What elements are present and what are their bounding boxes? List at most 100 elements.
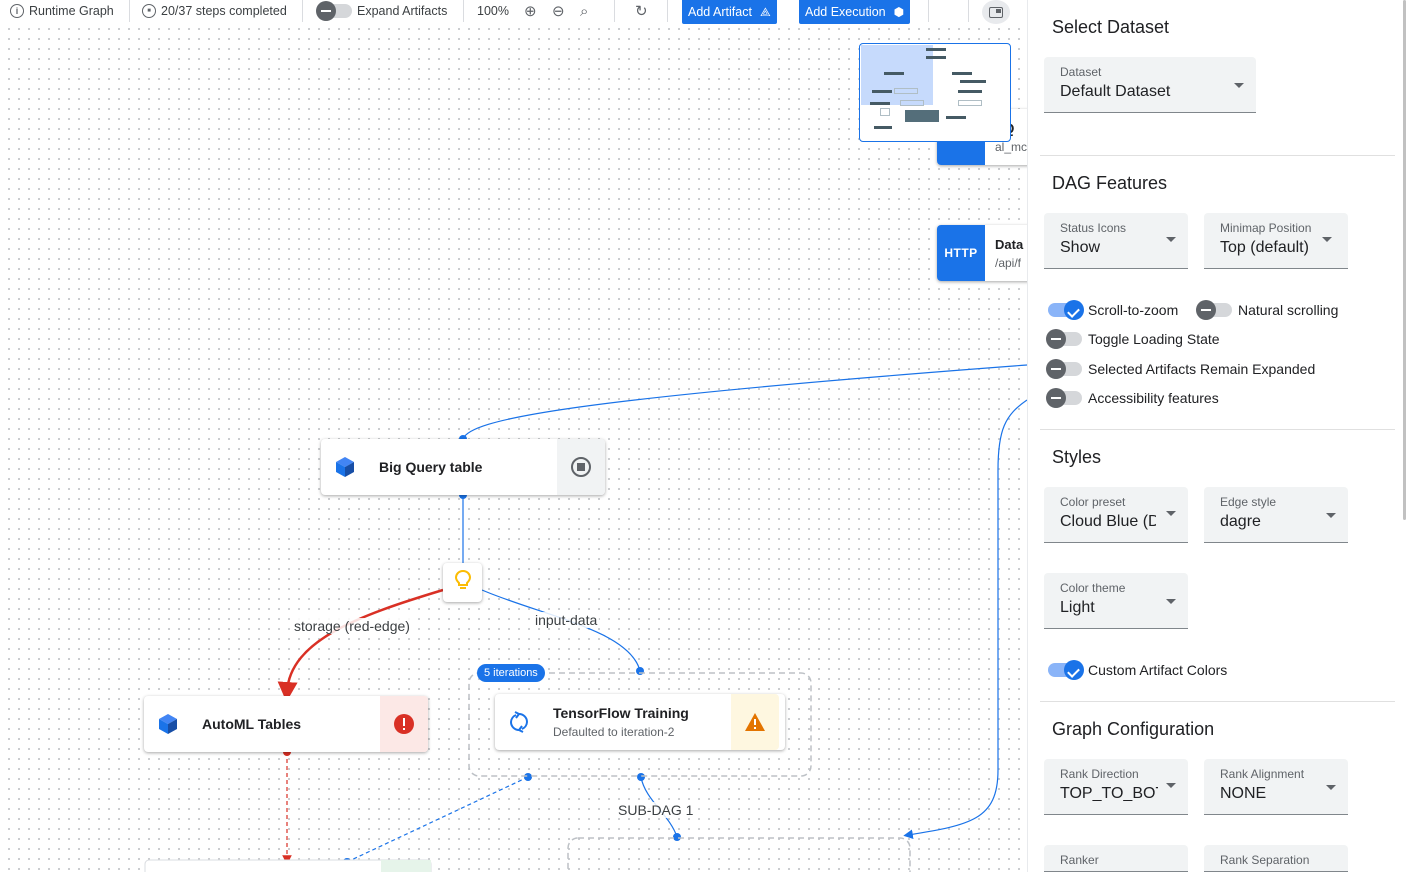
edge-right-descend	[903, 399, 1027, 839]
expand-artifacts-switch[interactable]	[316, 1, 352, 21]
cube-icon	[321, 455, 369, 479]
http-node-subtitle: /api/f	[995, 256, 1022, 270]
expand-artifacts-toggle[interactable]: Expand Artifacts	[316, 0, 448, 22]
automl-title: AutoML Tables	[202, 716, 302, 732]
zoom-in-icon[interactable]: ⊕	[524, 3, 537, 20]
steps-completed-text: 20/37 steps completed	[161, 4, 287, 18]
rank-direction-label: Rank Direction	[1060, 767, 1139, 781]
http-node-title: Data	[995, 237, 1024, 252]
select-dataset-heading: Select Dataset	[1052, 17, 1170, 37]
tensorflow-title: TensorFlow Training	[553, 705, 689, 721]
minimap-position-label: Minimap Position	[1220, 221, 1312, 235]
panel-scrollbar[interactable]	[1401, 0, 1409, 872]
partial-node-subtitle: al_mc	[995, 140, 1027, 154]
zoom-level: 100%	[477, 4, 509, 18]
rank-alignment-select[interactable]: Rank Alignment NONE	[1204, 759, 1348, 815]
cube-icon: ⬢	[893, 5, 905, 19]
graph-canvas[interactable]: i Runtime Graph ■ 20/37 steps completed …	[0, 0, 1027, 872]
scroll-to-zoom-switch[interactable]	[1048, 300, 1084, 320]
scrollbar-thumb[interactable]	[1403, 0, 1406, 520]
selected-artifacts-switch[interactable]	[1046, 359, 1082, 379]
rank-direction-select[interactable]: Rank Direction TOP_TO_BOTTOM	[1044, 759, 1188, 815]
ranker-label: Ranker	[1060, 853, 1099, 867]
stop-circle-icon: ■	[142, 4, 156, 18]
zoom-reset-icon[interactable]: ⌕	[580, 2, 589, 20]
dropdown-arrow-icon	[1322, 237, 1332, 242]
sync-icon	[495, 710, 543, 734]
natural-scrolling-switch[interactable]	[1196, 300, 1232, 320]
status-icons-select[interactable]: Status Icons Show	[1044, 213, 1188, 269]
minimap-viewport[interactable]	[861, 45, 933, 105]
rank-separation-label: Rank Separation	[1220, 853, 1310, 867]
status-icons-value: Show	[1060, 239, 1101, 256]
dropdown-arrow-icon	[1166, 599, 1176, 604]
selected-artifacts-toggle[interactable]: Selected Artifacts Remain Expanded	[1044, 359, 1316, 379]
edge-storage-red	[277, 588, 444, 702]
loading-state-label: Toggle Loading State	[1088, 331, 1220, 347]
iteration-group-box	[468, 672, 812, 777]
edge-label-input-data: input-data	[533, 612, 600, 628]
graph-configuration-heading: Graph Configuration	[1052, 719, 1215, 739]
ranker-select[interactable]: Ranker	[1044, 845, 1188, 872]
lightbulb-icon	[454, 569, 472, 596]
refresh-icon[interactable]: ↻	[635, 3, 648, 20]
zoom-out-icon[interactable]: ⊖	[552, 3, 565, 20]
selected-artifacts-label: Selected Artifacts Remain Expanded	[1088, 361, 1316, 377]
color-theme-label: Color theme	[1060, 581, 1126, 595]
edge-subdag-dashed	[346, 776, 529, 863]
add-artifact-button[interactable]: Add Artifact ⟁	[682, 0, 777, 24]
dag-features-heading: DAG Features	[1052, 173, 1168, 193]
scroll-to-zoom-toggle[interactable]: Scroll-to-zoom	[1044, 300, 1178, 320]
lightbulb-node[interactable]	[443, 563, 482, 602]
edge-input-data	[481, 589, 641, 672]
tensorflow-training-node[interactable]: TensorFlow Training Defaulted to iterati…	[495, 694, 785, 750]
minimap[interactable]	[859, 43, 1011, 142]
edge-style-select[interactable]: Edge style dagre	[1204, 487, 1348, 543]
loading-state-switch[interactable]	[1046, 329, 1082, 349]
rank-separation-select[interactable]: Rank Separation	[1204, 845, 1348, 872]
edge-style-label: Edge style	[1220, 495, 1277, 509]
color-preset-select[interactable]: Color preset Cloud Blue (Default)	[1044, 487, 1188, 543]
rank-direction-value: TOP_TO_BOTTOM	[1060, 785, 1158, 802]
edge-http-to-bigquery	[462, 364, 1027, 440]
tensorflow-subtitle: Defaulted to iteration-2	[553, 725, 675, 739]
big-query-title: Big Query table	[379, 459, 483, 475]
custom-artifact-colors-toggle[interactable]: Custom Artifact Colors	[1044, 660, 1228, 680]
dropdown-arrow-icon	[1166, 237, 1176, 242]
automl-tables-node[interactable]: AutoML Tables	[144, 696, 428, 752]
http-node[interactable]: HTTP Data /api/f	[937, 225, 1027, 281]
custom-artifact-colors-switch[interactable]	[1048, 660, 1084, 680]
iterations-badge: 5 iterations	[477, 664, 545, 682]
custom-artifact-colors-label: Custom Artifact Colors	[1088, 662, 1228, 678]
http-badge: HTTP	[937, 225, 985, 281]
styles-heading: Styles	[1052, 447, 1102, 467]
edge-label-subdag: SUB-DAG 1	[616, 802, 696, 818]
dropdown-arrow-icon	[1166, 783, 1176, 788]
accessibility-switch[interactable]	[1046, 388, 1082, 408]
subdag-group-box	[567, 837, 911, 872]
dataset-select[interactable]: Dataset Default Dataset	[1044, 57, 1256, 113]
big-query-table-node[interactable]: Big Query table	[321, 439, 605, 495]
steps-status: ■ 20/37 steps completed	[142, 0, 287, 22]
shapes-icon: ⟁	[759, 4, 771, 19]
dropdown-arrow-icon	[1234, 83, 1244, 88]
graph-toolbar: i Runtime Graph ■ 20/37 steps completed …	[0, 0, 1027, 24]
info-icon: i	[10, 4, 24, 18]
warning-status-icon	[731, 694, 779, 750]
minimap-position-value: Top (default)	[1220, 239, 1309, 256]
loading-state-toggle[interactable]: Toggle Loading State	[1044, 329, 1220, 349]
status-icons-label: Status Icons	[1060, 221, 1127, 235]
expand-artifacts-label: Expand Artifacts	[357, 4, 448, 18]
minimap-toggle-icon[interactable]	[982, 0, 1010, 24]
natural-scrolling-toggle[interactable]: Natural scrolling	[1194, 300, 1338, 320]
dropdown-arrow-icon	[1326, 785, 1336, 790]
minimap-position-select[interactable]: Minimap Position Top (default)	[1204, 213, 1348, 269]
cube-icon	[144, 712, 192, 736]
accessibility-label: Accessibility features	[1088, 390, 1219, 406]
partial-bottom-node	[144, 859, 432, 872]
add-execution-button[interactable]: Add Execution ⬢	[799, 0, 911, 24]
color-preset-value: Cloud Blue (Default)	[1060, 513, 1156, 530]
accessibility-toggle[interactable]: Accessibility features	[1044, 388, 1219, 408]
color-theme-select[interactable]: Color theme Light	[1044, 573, 1188, 629]
add-artifact-label: Add Artifact	[688, 5, 752, 19]
